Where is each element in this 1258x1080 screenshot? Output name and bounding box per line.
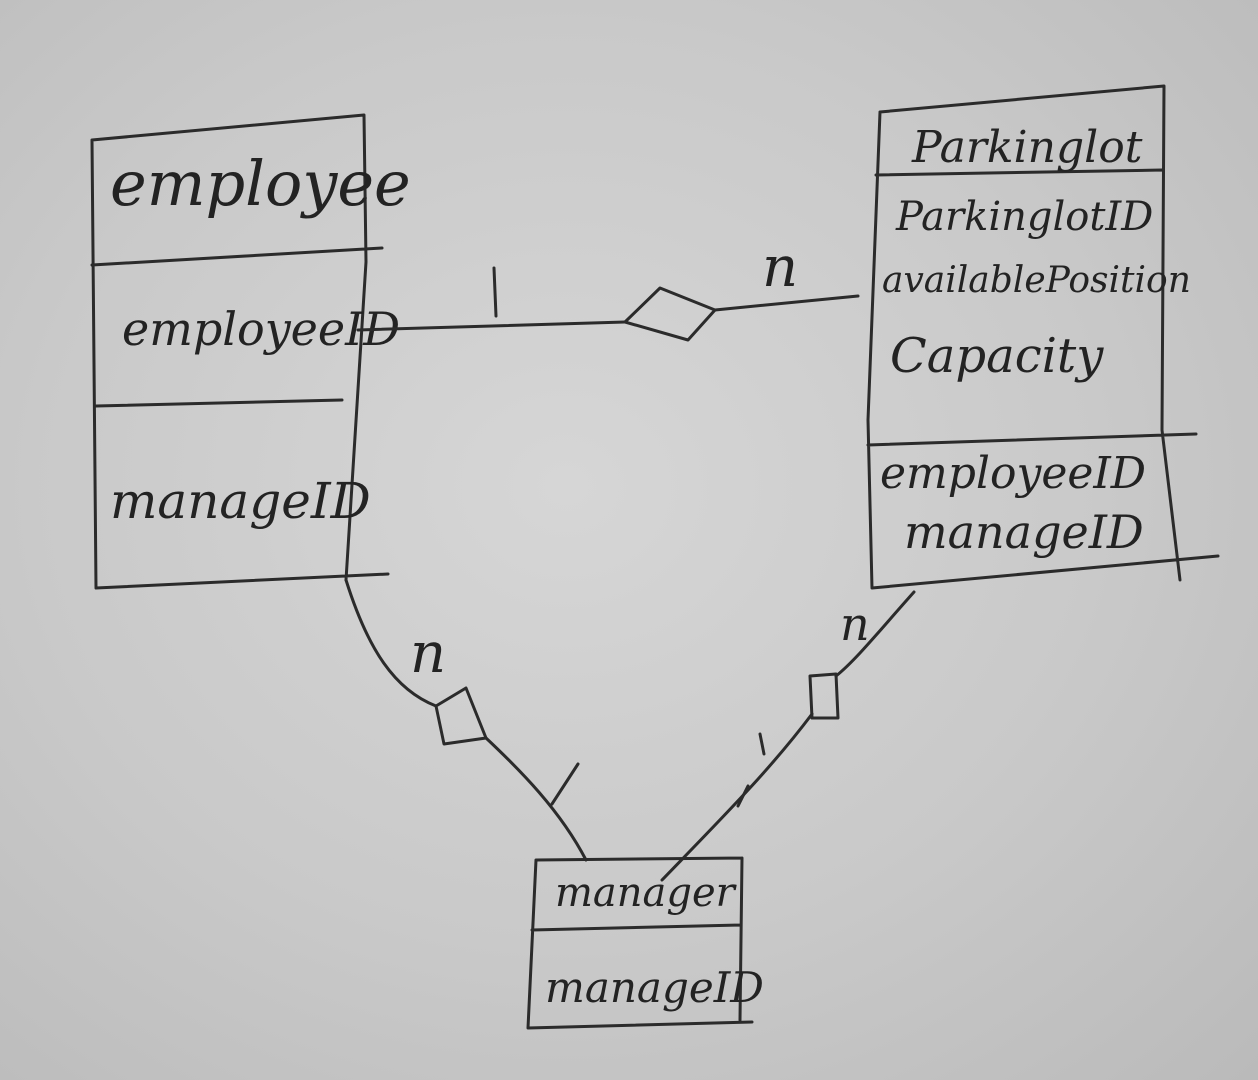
entity-parkinglot-attr-0: ParkinglotID (895, 194, 1153, 240)
relationship-employee-parkinglot: 1 n (356, 235, 860, 342)
entity-manager-box (526, 856, 754, 1030)
cardinality-label-to: 1 (566, 754, 598, 812)
relationship-employee-manager: n 1 (344, 578, 598, 862)
relationship-square (808, 672, 840, 720)
entity-manager-title: manager (555, 870, 738, 916)
relationship-line (356, 294, 860, 332)
cardinality-label-to: n (762, 235, 798, 300)
cardinality-tick (736, 732, 766, 808)
entity-parkinglot-box (866, 84, 1220, 590)
entity-parkinglot-fk-0: employeeID (880, 448, 1146, 499)
entity-parkinglot-attr-2: Capacity (890, 328, 1104, 384)
entity-parkinglot-title: Parkinglot (911, 122, 1143, 173)
cardinality-label-from: 1 (488, 266, 522, 329)
relationship-diamond (623, 286, 717, 342)
entity-parkinglot-attr-1: availablePosition (882, 260, 1191, 301)
entity-employee-box (90, 113, 390, 590)
entity-employee-fk-0: manageID (110, 472, 371, 530)
entity-manager: manager manageID (526, 856, 764, 1030)
relationship-square (434, 686, 488, 746)
entity-employee-attr-0: employeeID (122, 302, 400, 356)
entity-employee: employee employeeID manageID (90, 113, 411, 590)
entity-parkinglot-fk-1: manageID (904, 505, 1144, 559)
cardinality-tick (550, 762, 580, 806)
cardinality-label-from: n (840, 597, 870, 651)
relationship-parkinglot-manager: n 1 (660, 590, 916, 882)
cardinality-label-to: 1 (752, 724, 777, 770)
entity-manager-attr-0: manageID (545, 963, 764, 1012)
relationship-line (660, 590, 916, 882)
cardinality-label-from: n (410, 621, 446, 686)
relationship-line (344, 578, 588, 862)
entity-employee-title: employee (110, 147, 411, 220)
cardinality-tick (492, 266, 498, 318)
entity-parkinglot: Parkinglot ParkinglotID availablePositio… (866, 84, 1220, 590)
